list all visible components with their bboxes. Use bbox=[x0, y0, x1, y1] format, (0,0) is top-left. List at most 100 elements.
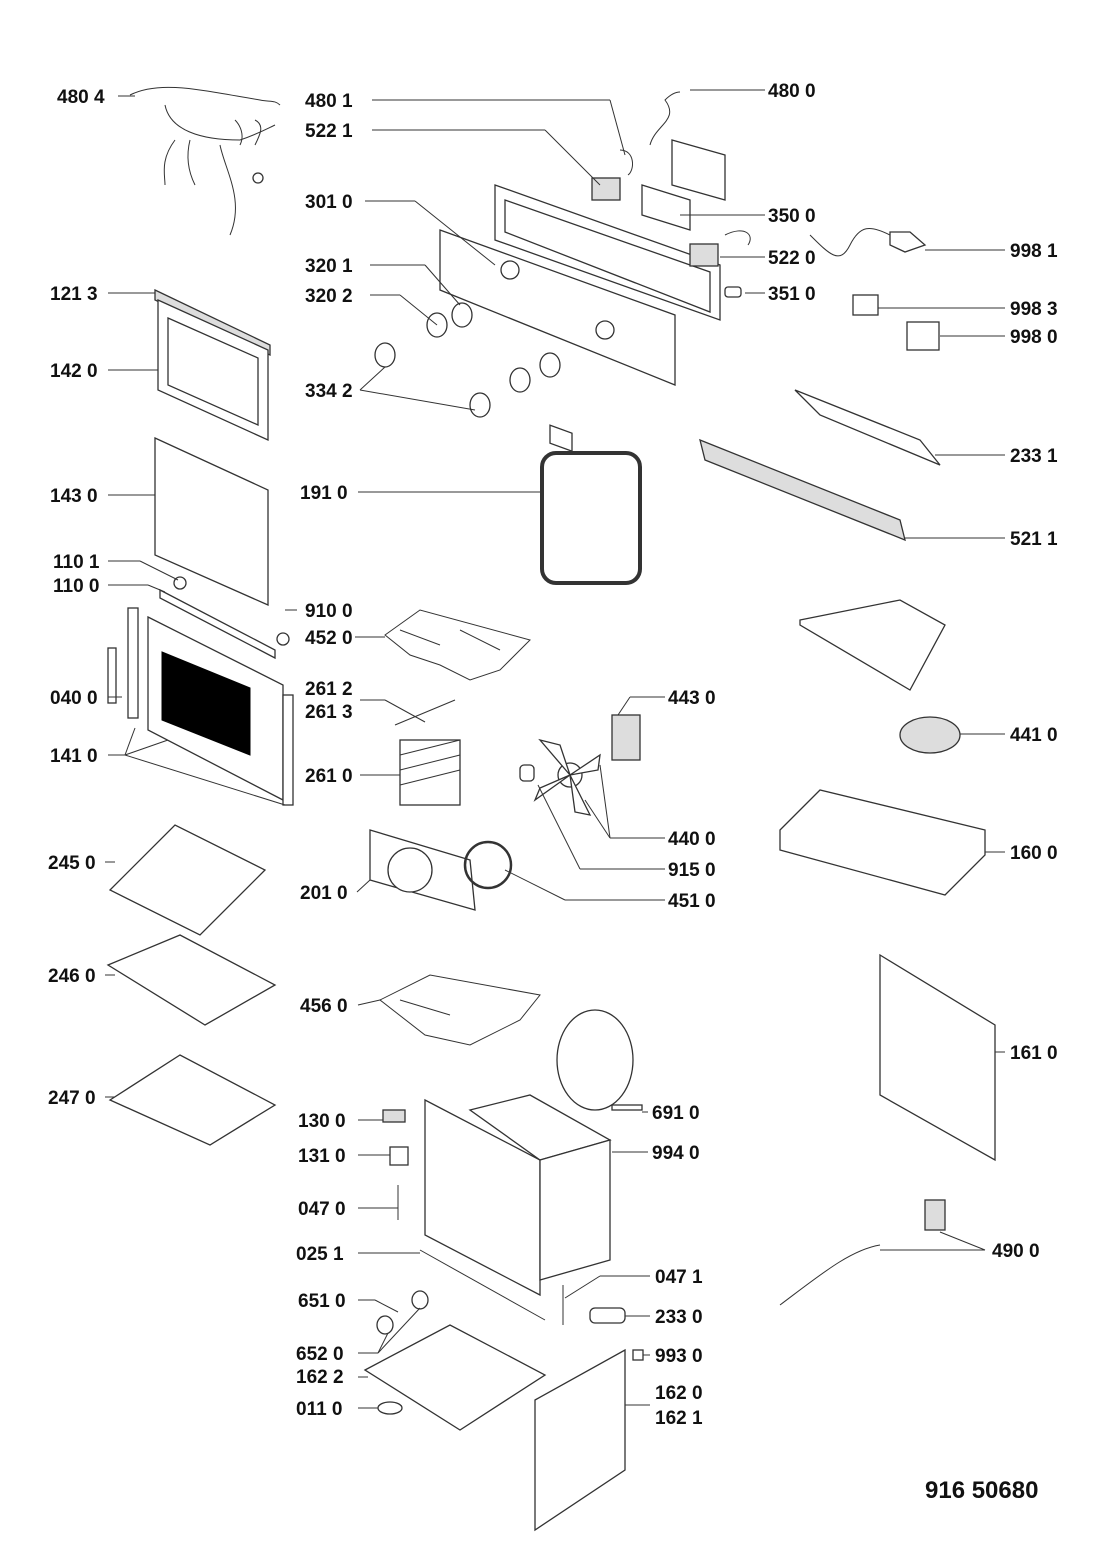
callout-233-1[interactable]: 233 1 bbox=[1010, 446, 1058, 467]
part-clip bbox=[589, 1307, 626, 1324]
part-base-frame bbox=[363, 1324, 547, 1431]
callout-142-0[interactable]: 142 0 bbox=[50, 361, 98, 382]
part-grill-element bbox=[384, 609, 531, 681]
callout-998-0[interactable]: 998 0 bbox=[1010, 327, 1058, 348]
callout-047-1[interactable]: 047 1 bbox=[655, 1267, 703, 1288]
callout-320-1[interactable]: 320 1 bbox=[305, 256, 353, 277]
callout-522-1[interactable]: 522 1 bbox=[305, 121, 353, 142]
callout-490-0[interactable]: 490 0 bbox=[992, 1241, 1040, 1262]
part-knobs bbox=[374, 302, 561, 418]
part-lamp-cover bbox=[376, 1315, 394, 1335]
part-module-bracket bbox=[641, 139, 726, 231]
part-cooling-fan bbox=[899, 716, 961, 754]
callout-131-0[interactable]: 131 0 bbox=[298, 1146, 346, 1167]
callout-998-1[interactable]: 998 1 bbox=[1010, 241, 1058, 262]
callout-334-2[interactable]: 334 2 bbox=[305, 381, 353, 402]
callout-040-0[interactable]: 040 0 bbox=[50, 688, 98, 709]
callout-480-0[interactable]: 480 0 bbox=[768, 81, 816, 102]
part-circular-element bbox=[463, 840, 513, 890]
part-foot bbox=[377, 1401, 403, 1415]
callout-201-0[interactable]: 201 0 bbox=[300, 883, 348, 904]
part-door-switch bbox=[382, 1109, 406, 1123]
callout-480-1[interactable]: 480 1 bbox=[305, 91, 353, 112]
part-cable-plug bbox=[809, 227, 927, 257]
callout-261-2[interactable]: 261 2 bbox=[305, 679, 353, 700]
callout-456-0[interactable]: 456 0 bbox=[300, 996, 348, 1017]
callout-110-0[interactable]: 110 0 bbox=[53, 576, 100, 597]
part-fan bbox=[519, 714, 641, 816]
callout-110-1[interactable]: 110 1 bbox=[53, 552, 100, 573]
callout-691-0[interactable]: 691 0 bbox=[652, 1103, 700, 1124]
callout-651-0[interactable]: 651 0 bbox=[298, 1291, 346, 1312]
part-door-gasket bbox=[540, 451, 642, 585]
part-label-plate bbox=[852, 294, 879, 316]
callout-994-0[interactable]: 994 0 bbox=[652, 1143, 700, 1164]
part-selector-switch-2 bbox=[689, 230, 751, 267]
callout-121-3[interactable]: 121 3 bbox=[50, 284, 98, 305]
callout-247-0[interactable]: 247 0 bbox=[48, 1088, 96, 1109]
part-outer-door bbox=[107, 607, 294, 806]
part-deep-tray bbox=[108, 1054, 277, 1146]
part-baking-tray bbox=[106, 934, 277, 1026]
callout-301-0[interactable]: 301 0 bbox=[305, 192, 353, 213]
callout-441-0[interactable]: 441 0 bbox=[1010, 725, 1058, 746]
callout-522-0[interactable]: 522 0 bbox=[768, 248, 816, 269]
part-middle-glass bbox=[154, 436, 269, 606]
callout-452-0[interactable]: 452 0 bbox=[305, 628, 353, 649]
callout-320-2[interactable]: 320 2 bbox=[305, 286, 353, 307]
callout-162-1[interactable]: 162 1 bbox=[655, 1408, 703, 1429]
part-fan-plate bbox=[556, 1009, 634, 1111]
part-box bbox=[906, 321, 940, 351]
part-board-bracket bbox=[794, 389, 941, 466]
callout-160-0[interactable]: 160 0 bbox=[1010, 843, 1058, 864]
callout-011-0[interactable]: 011 0 bbox=[296, 1399, 343, 1420]
part-lower-element bbox=[379, 974, 541, 1046]
callout-162-2[interactable]: 162 2 bbox=[296, 1367, 344, 1388]
callout-143-0[interactable]: 143 0 bbox=[50, 486, 98, 507]
callout-246-0[interactable]: 246 0 bbox=[48, 966, 96, 987]
part-top-panel bbox=[779, 789, 986, 896]
callout-047-0[interactable]: 047 0 bbox=[298, 1199, 346, 1220]
document-number: 916 50680 bbox=[925, 1477, 1038, 1504]
part-fan-cover bbox=[369, 829, 476, 911]
callout-191-0[interactable]: 191 0 bbox=[300, 483, 348, 504]
part-power-cable bbox=[779, 1199, 946, 1306]
callout-025-1[interactable]: 025 1 bbox=[296, 1244, 344, 1265]
part-wiring-harness bbox=[129, 86, 281, 236]
part-control-board bbox=[699, 438, 906, 542]
part-small-clip bbox=[632, 1349, 644, 1361]
parts-layer bbox=[106, 86, 996, 1532]
callout-130-0[interactable]: 130 0 bbox=[298, 1111, 346, 1132]
part-cable bbox=[649, 91, 681, 146]
part-pin bbox=[611, 1104, 643, 1111]
callout-993-0[interactable]: 993 0 bbox=[655, 1346, 703, 1367]
callout-labels: 480 4 480 1 522 1 480 0 301 0 350 0 998 … bbox=[48, 81, 1058, 1504]
part-cooling-duct bbox=[799, 599, 946, 691]
callout-910-0[interactable]: 910 0 bbox=[305, 601, 353, 622]
callout-261-0[interactable]: 261 0 bbox=[305, 766, 353, 787]
callout-162-0[interactable]: 162 0 bbox=[655, 1383, 703, 1404]
callout-652-0[interactable]: 652 0 bbox=[296, 1344, 344, 1365]
part-door-bottom-trim bbox=[159, 588, 276, 660]
part-side-panel bbox=[879, 953, 996, 1162]
callout-233-0[interactable]: 233 0 bbox=[655, 1307, 703, 1328]
callout-351-0[interactable]: 351 0 bbox=[768, 284, 816, 305]
callout-443-0[interactable]: 443 0 bbox=[668, 688, 716, 709]
callout-440-0[interactable]: 440 0 bbox=[668, 829, 716, 850]
part-front-strip bbox=[419, 1249, 546, 1321]
part-shelf-supports bbox=[394, 699, 461, 806]
callout-915-0[interactable]: 915 0 bbox=[668, 860, 716, 881]
callout-141-0[interactable]: 141 0 bbox=[50, 746, 98, 767]
callout-245-0[interactable]: 245 0 bbox=[48, 853, 96, 874]
callout-521-1[interactable]: 521 1 bbox=[1010, 529, 1058, 550]
part-back-panel bbox=[534, 1348, 626, 1532]
part-wire-shelf bbox=[108, 824, 267, 936]
callout-480-4[interactable]: 480 4 bbox=[57, 87, 105, 108]
callout-998-3[interactable]: 998 3 bbox=[1010, 299, 1058, 320]
callout-350-0[interactable]: 350 0 bbox=[768, 206, 816, 227]
callout-161-0[interactable]: 161 0 bbox=[1010, 1043, 1058, 1064]
callout-451-0[interactable]: 451 0 bbox=[668, 891, 716, 912]
callout-261-3[interactable]: 261 3 bbox=[305, 702, 353, 723]
part-control-panel bbox=[439, 184, 721, 453]
